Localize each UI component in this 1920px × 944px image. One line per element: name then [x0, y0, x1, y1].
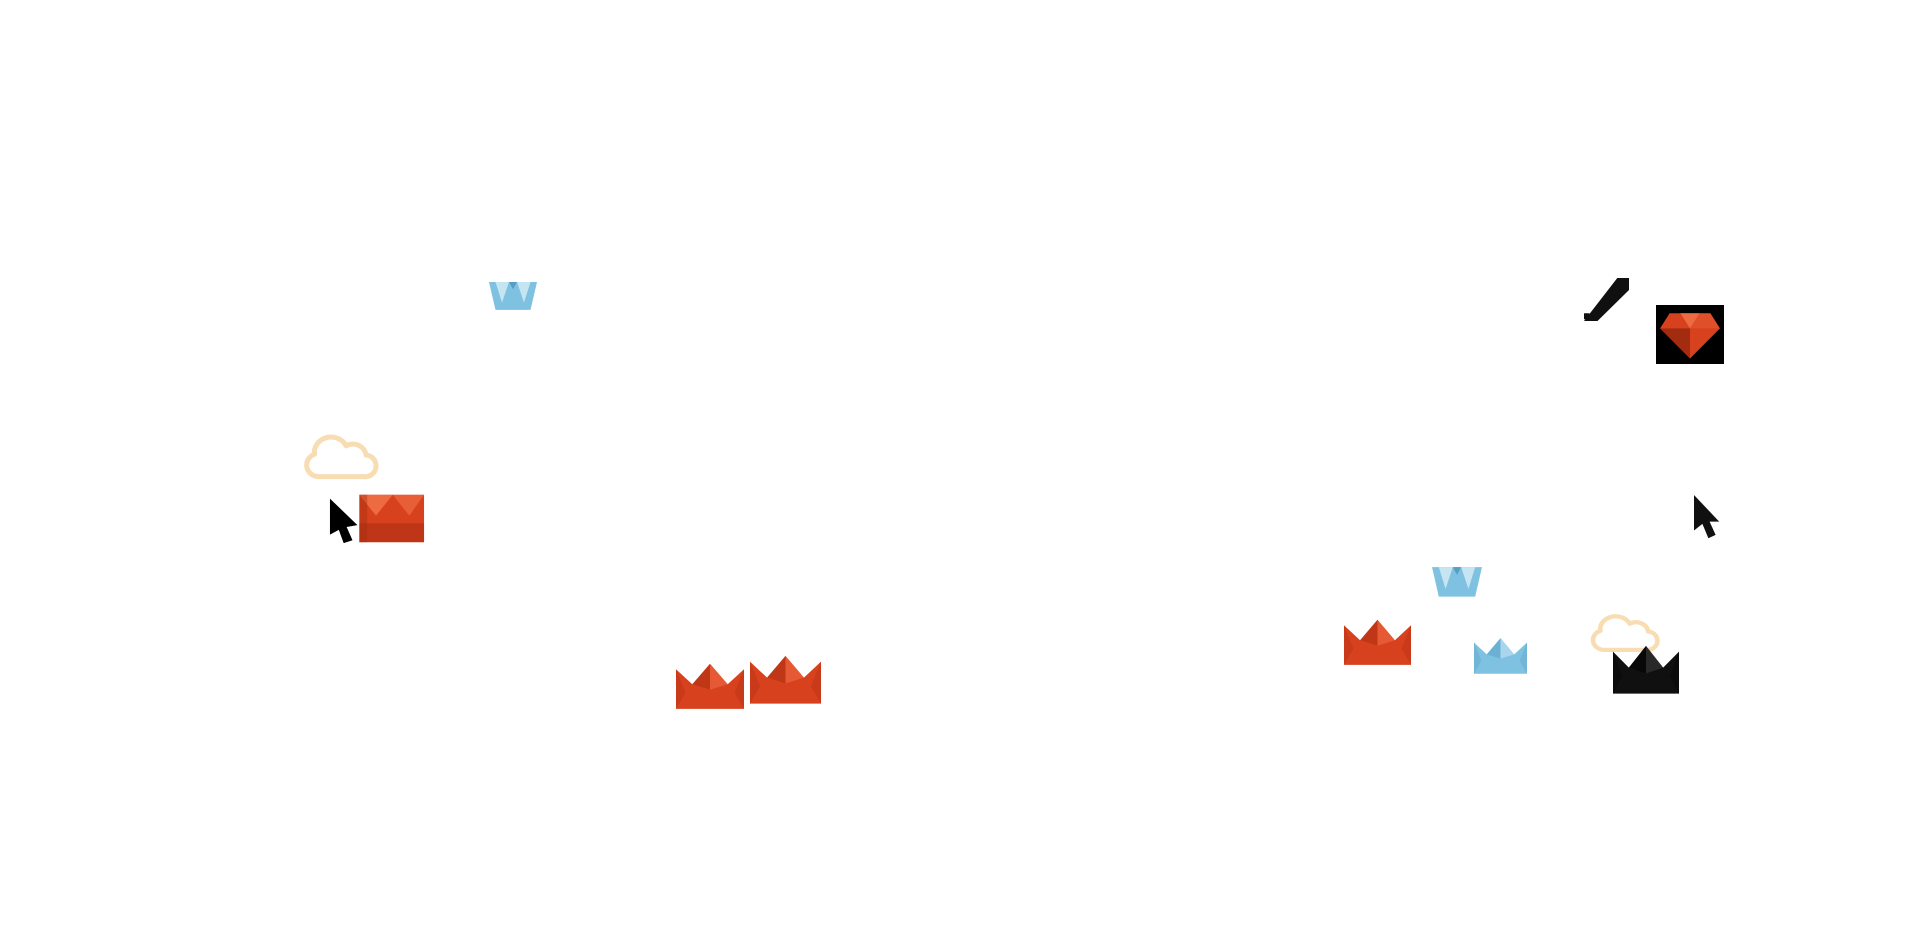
gem-notch-icon — [750, 655, 821, 704]
gem-top-icon — [1432, 567, 1482, 597]
cursor-icon — [1694, 495, 1720, 539]
wedge-black-sprite — [1584, 278, 1629, 321]
gem-notch-icon — [1474, 638, 1527, 674]
cursor-black-sprite — [1688, 495, 1724, 546]
cursor-and-gem-icon — [329, 494, 425, 544]
gem-notch-icon — [676, 663, 744, 709]
ruby-on-black-icon — [1656, 305, 1724, 364]
gem-top-blue-sprite[interactable] — [1431, 565, 1483, 601]
gem-notch-blue-sprite[interactable] — [1474, 636, 1527, 677]
gem-notch-red-sprite[interactable] — [676, 661, 744, 713]
gem-full-on-black-red-sprite[interactable] — [1656, 305, 1724, 364]
gem-top-icon — [489, 282, 537, 310]
gem-notch-icon — [1613, 645, 1679, 694]
gem-notch-red-sprite[interactable] — [750, 653, 821, 708]
black-shard-icon — [1584, 278, 1629, 321]
cloud-cream-sprite — [298, 425, 381, 485]
gem-notch-icon — [1344, 619, 1411, 665]
gem-top-blue-sprite[interactable] — [488, 280, 538, 314]
cloud-icon — [1590, 614, 1660, 653]
gem-notch-black-sprite[interactable] — [1613, 643, 1679, 698]
gem-with-cursor-red-sprite[interactable] — [328, 491, 426, 546]
cloud-cream-sprite — [1585, 606, 1662, 657]
cloud-icon — [304, 434, 379, 480]
gem-notch-red-sprite[interactable] — [1344, 617, 1411, 669]
